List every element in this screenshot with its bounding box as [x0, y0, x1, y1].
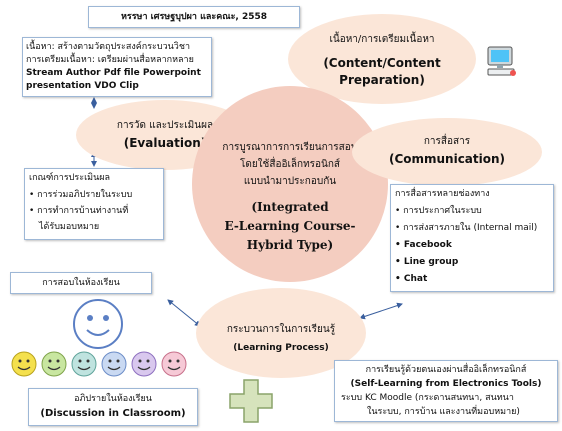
- evaluation-criteria-box: เกณฑ์การประเมินผล • การร่วมอภิปรายในระบบ…: [24, 168, 164, 240]
- content-preparation-en-1: (Content/Content: [323, 56, 441, 70]
- smiley-blue-icon: [101, 351, 127, 377]
- classroom-discussion-thai: อภิปรายในห้องเรียน: [74, 394, 152, 404]
- student-smiley-icons: [10, 350, 206, 378]
- arrow-self-learning: [359, 302, 403, 320]
- communication-thai: การสื่อสาร: [423, 136, 471, 147]
- evaluation-thai: การวัด และประเมินผล: [116, 120, 214, 131]
- center-line-2: โดยใช้สื่ออิเล็กทรอนิกส์: [239, 159, 341, 170]
- content-preparation-bubble: [288, 14, 476, 104]
- self-learning-line-1: การเรียนรู้ด้วยตนเองผ่านสื่ออิเล็กทรอนิก…: [365, 365, 527, 375]
- communication-en: (Communication): [388, 152, 506, 166]
- center-line-3: แบบนำมาประกอบกัน: [243, 176, 337, 187]
- evaluation-criteria-item-3: ได้รับมอบหมาย: [39, 222, 100, 232]
- citation-text: หรรษา เศรษฐบุปผา และคณะ, 2558: [120, 12, 268, 22]
- communication-channels-title: การสื่อสารหลายช่องทาง: [395, 189, 490, 199]
- self-learning-line-2: (Self-Learning from Electronics Tools): [350, 379, 542, 389]
- arrow-exam: [167, 299, 201, 327]
- evaluation-criteria-title: เกณฑ์การประเมินผล: [29, 173, 111, 183]
- center-en-1: (Integrated: [251, 200, 329, 214]
- evaluation-en: (Evaluation): [123, 136, 207, 150]
- exam-in-classroom-box: การสอบในห้องเรียน: [10, 272, 152, 294]
- content-line-2: การเตรียมเนื้อหา: เตรียมผ่านสื่อหลากหลาย: [26, 55, 194, 65]
- citation-box: หรรษา เศรษฐบุปผา และคณะ, 2558: [88, 6, 300, 28]
- smiley-teal-icon: [71, 351, 97, 377]
- learning-process-en: (Learning Process): [233, 343, 329, 353]
- center-line-1: การบูรณาการการเรียนการสอน: [222, 142, 358, 153]
- smiley-green-icon: [41, 351, 67, 377]
- classroom-discussion-box: อภิปรายในห้องเรียน (Discussion in Classr…: [28, 388, 198, 426]
- center-en-3: Hybrid Type): [246, 238, 334, 252]
- communication-item-1: • การประกาศในระบบ: [395, 206, 482, 216]
- self-learning-line-4: ในระบบ, การบ้าน และงานที่มอบหมาย): [367, 407, 520, 417]
- self-learning-line-3: ระบบ KC Moodle (กระดานสนทนา, สนทนา: [341, 393, 514, 403]
- smiley-pink-icon: [161, 351, 187, 377]
- classroom-discussion-en: (Discussion in Classroom): [40, 408, 186, 419]
- smiley-purple-icon: [131, 351, 157, 377]
- communication-item-5: • Chat: [395, 274, 428, 284]
- plus-icon: [228, 378, 274, 424]
- content-preparation-en-2: Preparation): [339, 73, 425, 87]
- communication-bubble: [352, 118, 542, 186]
- learning-process-thai: กระบวนการในการเรียนรู้: [226, 324, 336, 335]
- evaluation-criteria-item-2: • การทำการบ้านท่างานที่: [29, 206, 129, 216]
- communication-item-3: • Facebook: [395, 240, 452, 250]
- content-line-1: เนื้อหา: สร้างตามวัตถุประสงค์กระบวนวิชา: [26, 42, 191, 52]
- communication-channels-box: การสื่อสารหลายช่องทาง • การประกาศในระบบ …: [390, 184, 554, 292]
- content-preparation-thai: เนื้อหา/การเตรียมเนื้อหา: [329, 34, 435, 45]
- computer-icon: [484, 44, 518, 78]
- content-line-4: presentation VDO Clip: [26, 81, 139, 91]
- exam-in-classroom-text: การสอบในห้องเรียน: [42, 278, 120, 288]
- evaluation-criteria-item-1: • การร่วมอภิปรายในระบบ: [29, 190, 133, 200]
- teacher-smiley-icon: [72, 298, 124, 350]
- content-description-box: เนื้อหา: สร้างตามวัตถุประสงค์กระบวนวิชา …: [22, 37, 212, 97]
- communication-item-4: • Line group: [395, 257, 459, 267]
- self-learning-box: การเรียนรู้ด้วยตนเองผ่านสื่ออิเล็กทรอนิก…: [334, 360, 558, 422]
- central-integration-circle: [192, 86, 388, 282]
- communication-item-2: • การส่งสารภายใน (Internal mail): [395, 223, 538, 233]
- center-en-2: E-Learning Course-: [224, 219, 356, 233]
- smiley-yellow-icon: [11, 351, 37, 377]
- content-line-3: Stream Author Pdf file Powerpoint: [26, 68, 201, 78]
